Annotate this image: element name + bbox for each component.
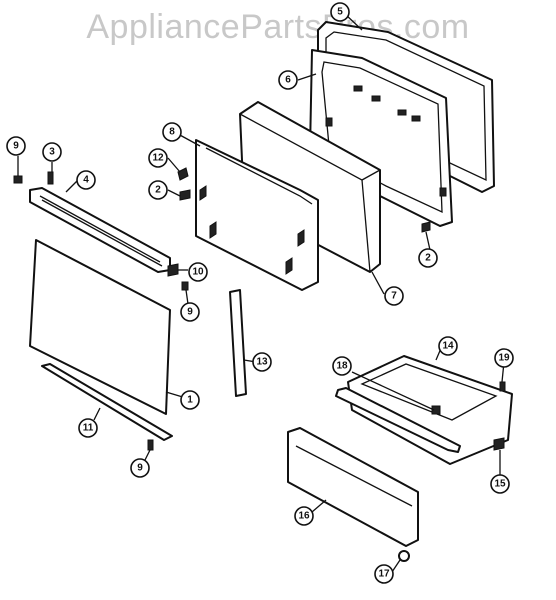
part-14-drawer-body xyxy=(335,355,513,465)
callout-7: 7 xyxy=(384,286,404,306)
svg-text:11: 11 xyxy=(83,423,94,434)
callout-12: 11 xyxy=(78,418,98,438)
callout-2-upper: 2 xyxy=(148,180,168,200)
svg-text:1: 1 xyxy=(187,395,193,406)
svg-text:10: 10 xyxy=(192,267,204,278)
part-3-screw xyxy=(47,171,54,185)
part-16-drawer-front xyxy=(287,427,419,547)
svg-text:14: 14 xyxy=(442,341,454,352)
callout-15: 15 xyxy=(490,474,510,494)
svg-text:6: 6 xyxy=(285,75,291,86)
callout-19: 19 xyxy=(494,348,514,368)
callout-5: 5 xyxy=(330,2,350,22)
callout-17: 17 xyxy=(374,564,394,584)
callout-9-top: 9 xyxy=(6,136,26,156)
part-17-foot xyxy=(398,550,410,562)
svg-text:13: 13 xyxy=(256,357,268,368)
part-15-clip xyxy=(493,437,505,451)
callout-14: 14 xyxy=(438,336,458,356)
part-11-clip xyxy=(177,167,189,181)
svg-text:8: 8 xyxy=(169,127,175,138)
svg-text:16: 16 xyxy=(298,511,310,522)
callout-3: 3 xyxy=(42,142,62,162)
svg-text:2: 2 xyxy=(425,253,431,264)
svg-text:7: 7 xyxy=(391,291,397,302)
callout-9-middle: 9 xyxy=(180,302,200,322)
callout-18: 18 xyxy=(332,356,352,376)
callout-6: 6 xyxy=(278,70,298,90)
svg-text:9: 9 xyxy=(187,307,193,318)
svg-text:15: 15 xyxy=(494,479,506,490)
callout-10: 10 xyxy=(188,262,208,282)
svg-text:18: 18 xyxy=(336,361,348,372)
callout-13: 13 xyxy=(252,352,272,372)
part-13-side-trim xyxy=(229,289,247,397)
part-18-screw xyxy=(431,405,441,415)
part-10-bracket xyxy=(167,263,179,277)
svg-text:2: 2 xyxy=(155,185,161,196)
part-9-screw-middle xyxy=(181,281,189,291)
svg-text:19: 19 xyxy=(498,353,510,364)
callout-8: 8 xyxy=(162,122,182,142)
part-2-clip-upper xyxy=(179,189,191,201)
callout-11: 12 xyxy=(148,148,168,168)
svg-text:4: 4 xyxy=(83,175,89,186)
svg-text:5: 5 xyxy=(337,7,343,18)
callout-9-bottom: 9 xyxy=(130,458,150,478)
part-9-screw-top xyxy=(13,175,23,184)
part-9-screw-bottom xyxy=(147,439,154,451)
leader-lines xyxy=(17,13,505,573)
callout-4: 4 xyxy=(76,170,96,190)
svg-text:9: 9 xyxy=(13,141,19,152)
part-19-screw xyxy=(499,381,506,392)
part-8-inner-door-panel xyxy=(195,139,319,291)
part-12-bottom-trim xyxy=(41,363,173,441)
part-1-door-glass xyxy=(29,239,171,415)
svg-text:3: 3 xyxy=(49,147,55,158)
svg-text:17: 17 xyxy=(378,569,390,580)
svg-text:9: 9 xyxy=(137,463,143,474)
callout-1: 1 xyxy=(180,390,200,410)
part-2-clip-lower xyxy=(421,221,431,233)
svg-text:12: 12 xyxy=(152,153,164,164)
callout-16: 16 xyxy=(294,506,314,526)
callout-2-lower: 2 xyxy=(418,248,438,268)
